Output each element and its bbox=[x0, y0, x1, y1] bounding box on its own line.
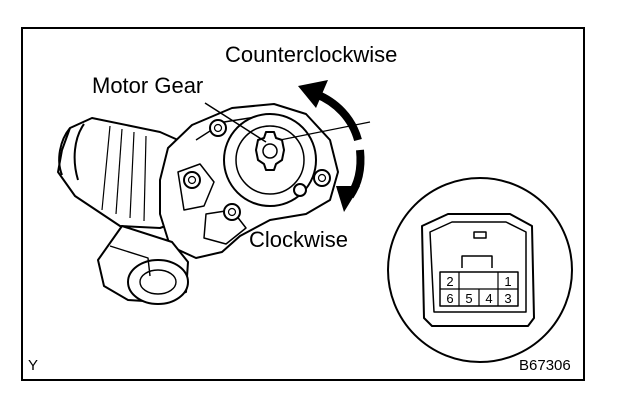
label-corner-letter: Y bbox=[28, 357, 39, 374]
connector-pin-label: 1 bbox=[504, 274, 512, 289]
motor-gear-shape bbox=[255, 131, 285, 171]
connector-pin-label: 4 bbox=[485, 291, 493, 306]
label-counterclockwise: Counterclockwise bbox=[225, 42, 398, 67]
connector-pin-label: 2 bbox=[446, 274, 454, 289]
label-motor-gear: Motor Gear bbox=[92, 73, 204, 98]
label-figure-code: B67306 bbox=[519, 357, 571, 374]
connector-pin-label: 3 bbox=[504, 291, 512, 306]
connector-face bbox=[421, 213, 535, 327]
motor-gear-leader bbox=[204, 102, 267, 143]
connector-pin-label: 5 bbox=[465, 291, 473, 306]
motor-assembly bbox=[57, 103, 339, 305]
counterclockwise-arrow bbox=[298, 80, 362, 142]
clockwise-arrow bbox=[336, 149, 365, 212]
label-clockwise: Clockwise bbox=[249, 227, 349, 252]
connector-pin-label: 6 bbox=[446, 291, 454, 306]
